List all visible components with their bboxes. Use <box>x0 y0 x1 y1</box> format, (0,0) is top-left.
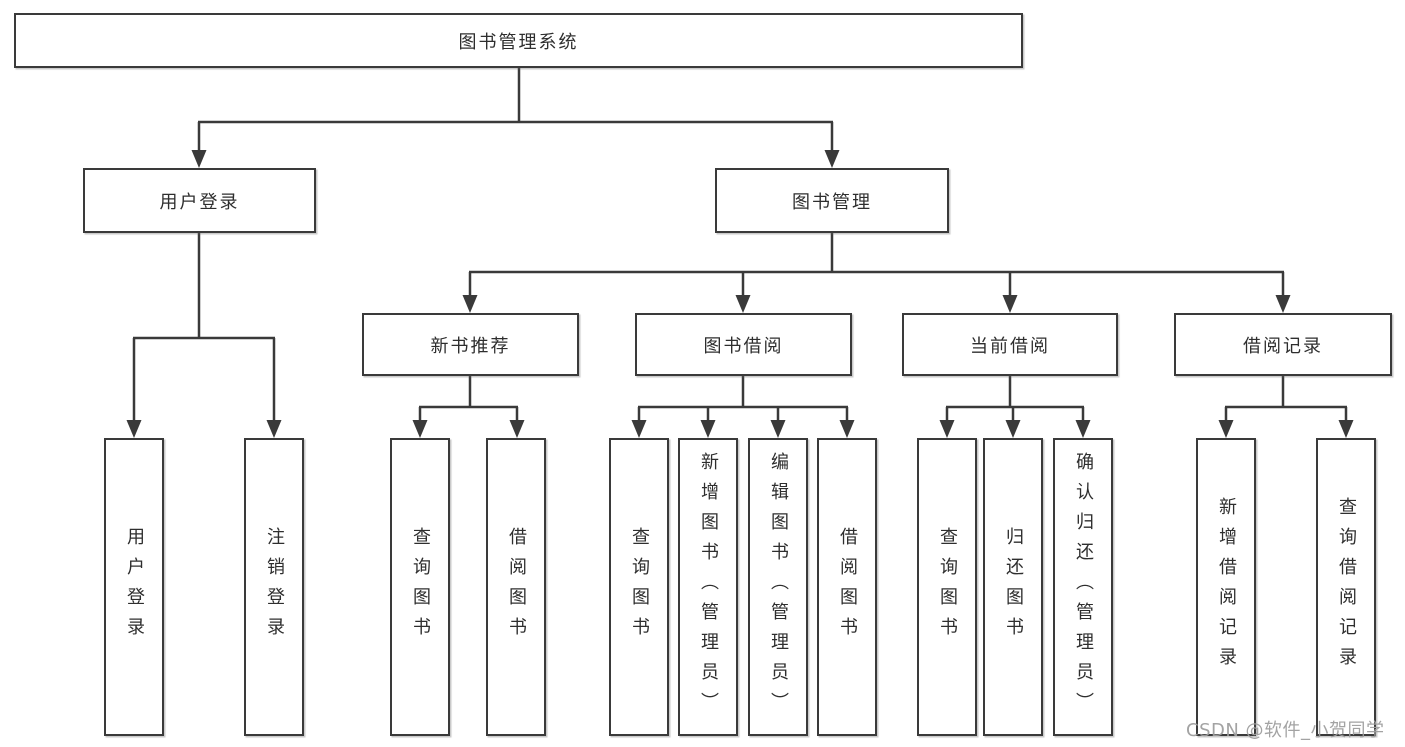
node-book-borrowing: 图书借阅 <box>635 313 852 376</box>
node-user-login: 用户登录 <box>83 168 316 233</box>
node-user-login-label: 用户登录 <box>159 191 240 213</box>
leaf-confirm-return-admin: 确认归还（管理员） <box>1053 438 1113 736</box>
leaf-add-borrow-record: 新增借阅记录 <box>1196 438 1256 736</box>
node-current-borrowing: 当前借阅 <box>902 313 1118 376</box>
leaf-user-login-label: 用户登录 <box>124 527 145 647</box>
leaf-logout-login: 注销登录 <box>244 438 304 736</box>
leaf-borrow-books-recommend: 借阅图书 <box>486 438 546 736</box>
leaf-query-borrow-record-label: 查询借阅记录 <box>1336 497 1357 677</box>
leaf-return-books: 归还图书 <box>983 438 1043 736</box>
leaf-edit-book-admin: 编辑图书（管理员） <box>748 438 808 736</box>
leaf-query-books-current: 查询图书 <box>917 438 977 736</box>
leaf-user-login: 用户登录 <box>104 438 164 736</box>
leaf-borrow-books-recommend-label: 借阅图书 <box>506 527 527 647</box>
node-root: 图书管理系统 <box>14 13 1023 68</box>
leaf-borrow-books-borrowing-label: 借阅图书 <box>837 527 858 647</box>
leaf-add-borrow-record-label: 新增借阅记录 <box>1216 497 1237 677</box>
leaf-add-book-admin-label: 新增图书（管理员） <box>698 452 719 722</box>
node-root-label: 图书管理系统 <box>458 31 579 53</box>
leaf-confirm-return-admin-label: 确认归还（管理员） <box>1073 452 1094 722</box>
node-book-management: 图书管理 <box>715 168 949 233</box>
node-new-book-recommend-label: 新书推荐 <box>430 335 511 357</box>
node-current-borrowing-label: 当前借阅 <box>970 335 1050 357</box>
leaf-return-books-label: 归还图书 <box>1003 527 1024 647</box>
leaf-borrow-books-borrowing: 借阅图书 <box>817 438 877 736</box>
leaf-query-books-current-label: 查询图书 <box>937 527 958 647</box>
leaf-add-book-admin: 新增图书（管理员） <box>678 438 738 736</box>
leaf-query-books-borrowing: 查询图书 <box>609 438 669 736</box>
leaf-query-borrow-record: 查询借阅记录 <box>1316 438 1376 736</box>
leaf-logout-login-label: 注销登录 <box>264 527 285 647</box>
node-borrowing-records-label: 借阅记录 <box>1243 335 1323 357</box>
leaf-query-books-recommend-label: 查询图书 <box>410 527 431 647</box>
node-book-borrowing-label: 图书借阅 <box>703 335 784 357</box>
watermark-text: CSDN @软件_小贺同学 <box>1186 720 1385 741</box>
leaf-edit-book-admin-label: 编辑图书（管理员） <box>768 452 789 722</box>
node-borrowing-records: 借阅记录 <box>1174 313 1392 376</box>
node-book-management-label: 图书管理 <box>792 191 872 213</box>
leaf-query-books-recommend: 查询图书 <box>390 438 450 736</box>
leaf-query-books-borrowing-label: 查询图书 <box>629 527 650 647</box>
node-new-book-recommend: 新书推荐 <box>362 313 579 376</box>
